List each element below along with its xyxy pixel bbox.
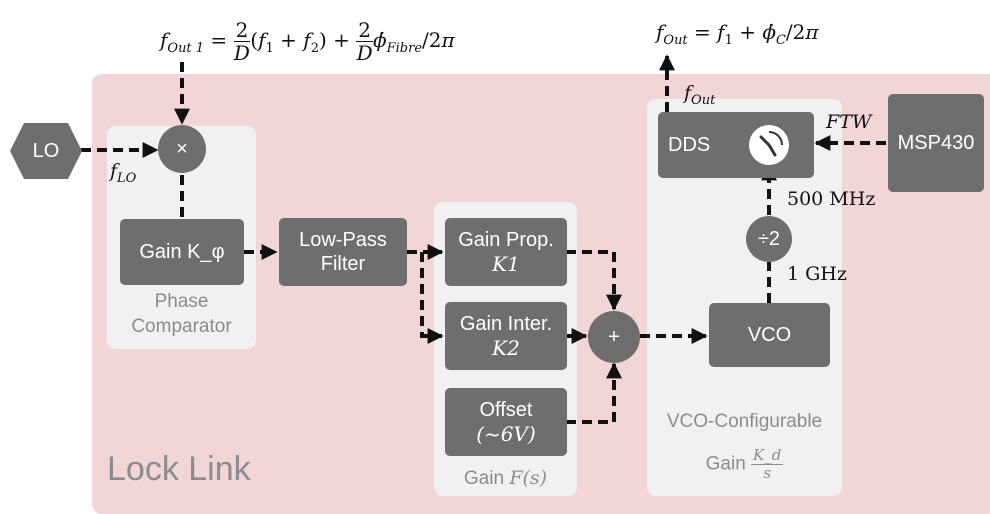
f-out-output-label: fOut	[684, 82, 716, 108]
gain-fs-caption: Gain F(s)	[434, 466, 577, 492]
freq-500mhz-label: 500 MHz	[787, 188, 875, 210]
lpf-line2: Filter	[320, 253, 366, 275]
mixer-symbol: ×	[176, 137, 188, 160]
dds-label: DDS	[668, 134, 711, 156]
arrow-offset-to-sum	[566, 362, 622, 424]
hexagon-shape	[10, 123, 82, 179]
freq-1ghz-text: 1 GHz	[787, 263, 847, 285]
gain-inter-line2: K2	[492, 336, 520, 360]
lock-link-label: Lock Link	[107, 450, 251, 488]
offset-line1: Offset	[479, 399, 533, 421]
msp430-label: MSP430	[897, 132, 975, 154]
phase-caption-line1: Phase	[154, 291, 209, 312]
vco-block: VCO	[709, 303, 830, 367]
gain-fs-caption-math: F(s)	[509, 467, 548, 489]
mixer-node: ×	[158, 125, 206, 173]
phase-comparator-caption: Phase Comparator	[107, 290, 256, 339]
ftw-label: FTW	[826, 111, 872, 133]
vco-configurable-caption: VCO-Configurable	[666, 411, 823, 432]
gain-k-phi-block: Gain K_φ	[120, 219, 244, 285]
lo-source: LO	[10, 122, 82, 180]
summer-node: +	[588, 311, 640, 363]
vco-label: VCO	[747, 324, 792, 346]
arrow-lpf-to-inter	[420, 252, 444, 344]
vco-gain-text: Gain	[705, 453, 746, 475]
vco-gain-num: K_d	[751, 446, 784, 465]
lo-label: LO	[32, 139, 60, 162]
lpf-line1: Low-Pass	[299, 229, 387, 251]
gain-k-phi-label: Gain K_φ	[139, 241, 225, 263]
f-out-equation: fOut = f1 + ϕ̇C/2π	[656, 20, 819, 48]
clock-icon-graphic	[749, 125, 789, 165]
arrow-prop-to-sum	[566, 250, 622, 311]
low-pass-filter-block: Low-Pass Filter	[279, 218, 407, 286]
freq-1ghz-label: 1 GHz	[787, 263, 847, 285]
phase-caption-line2: Comparator	[131, 315, 232, 337]
offset-block: Offset (~6V)	[445, 388, 567, 456]
vco-gain-caption: Gain K_d s	[647, 448, 842, 481]
summer-symbol: +	[608, 325, 620, 348]
f-lo-label: fLO	[110, 160, 137, 186]
msp430-block: MSP430	[888, 94, 984, 192]
gain-inter-block: Gain Inter. K2	[445, 302, 567, 370]
gain-prop-block: Gain Prop. K1	[445, 218, 567, 286]
gain-prop-line1: Gain Prop.	[458, 229, 554, 251]
gain-prop-line2: K1	[492, 252, 520, 276]
clock-icon	[748, 124, 790, 166]
freq-500mhz-text: 500 MHz	[787, 188, 876, 210]
gain-inter-line1: Gain Inter.	[459, 313, 553, 335]
dds-block: DDS	[658, 112, 814, 178]
vco-gain-den: s	[763, 464, 772, 482]
offset-line2: (~6V)	[476, 422, 536, 446]
divider-node: ÷2	[746, 216, 792, 262]
divider-symbol: ÷2	[757, 227, 781, 250]
gain-fs-caption-text: Gain	[463, 468, 505, 489]
